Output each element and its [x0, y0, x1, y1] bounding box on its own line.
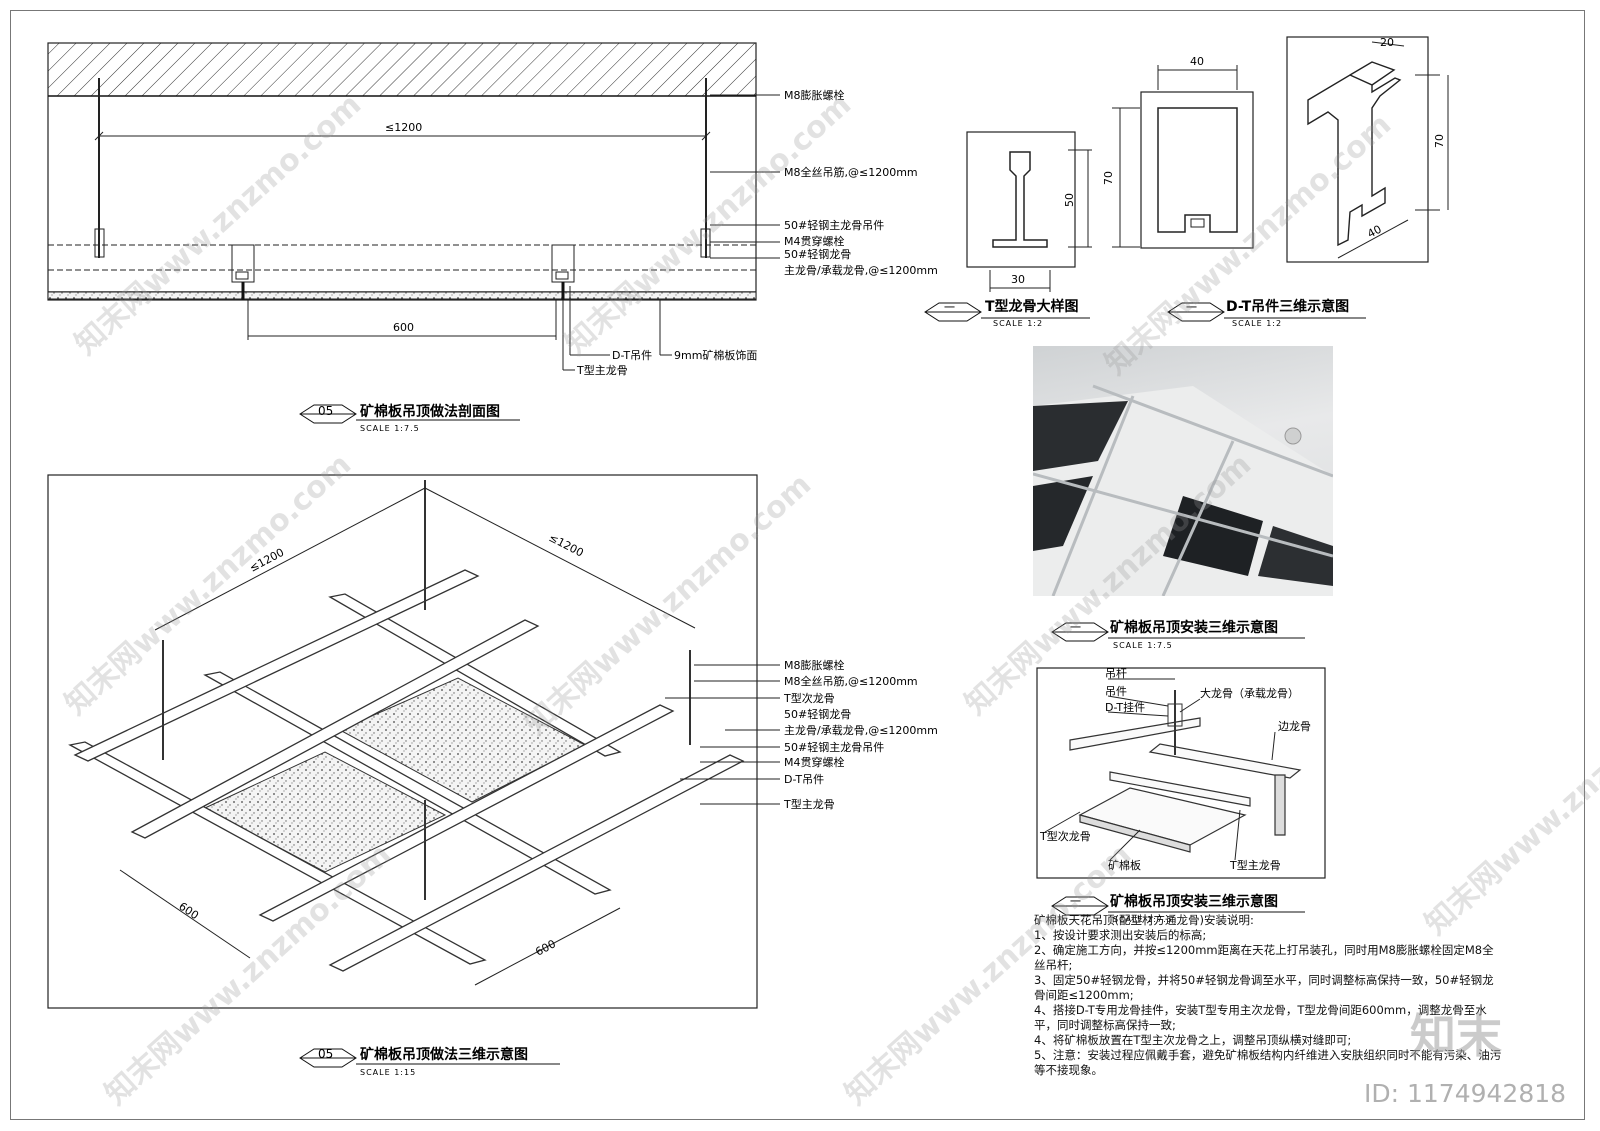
install-label-hanger: 吊件: [1105, 685, 1127, 698]
dt-width: 40: [1190, 55, 1204, 68]
dt-title-number: 一: [1186, 301, 1197, 314]
install-label-t-secondary: T型次龙骨: [1039, 829, 1091, 843]
install-label-t-main: T型主龙骨: [1229, 858, 1281, 872]
iso-label-dt-hanger: D-T吊件: [784, 773, 824, 786]
install-label-rod: 吊杆: [1105, 666, 1127, 680]
brand-logo-text: 知末: [1410, 1009, 1502, 1063]
label-m8-bolt: M8膨胀螺栓: [784, 88, 845, 102]
install-label-main-keel: 大龙骨（承载龙骨）: [1200, 686, 1299, 700]
photo-title-number: 一: [1070, 621, 1081, 634]
photo-title: 一 矿棉板吊顶安装三维示意图 SCALE 1:7.5: [1051, 619, 1305, 650]
iso-drawing: ≤1200 ≤1200 600 600 M8膨胀螺栓 M8全丝吊筋,@≤1200…: [47, 474, 938, 1009]
iso-label-m8-rod: M8全丝吊筋,@≤1200mm: [784, 674, 918, 688]
install-title-text: 矿棉板吊顶安装三维示意图: [1110, 893, 1278, 910]
iso-label-m4-bolt: M4贯穿螺栓: [784, 755, 845, 769]
install-label-board: 矿棉板: [1108, 858, 1141, 872]
installation-notes: 矿棉板天花吊顶(配型材方通龙骨)安装说明: 1、按设计要求测出安装后的标高; 2…: [1034, 913, 1502, 1077]
section-title: 05 矿棉板吊顶做法剖面图 SCALE 1:7.5: [299, 403, 520, 433]
label-board-face: 9mm矿棉板饰面: [674, 348, 757, 362]
dim-600-iso-right: 600: [533, 937, 558, 958]
label-dt-hanger: D-T吊件: [612, 349, 652, 362]
dim-600-section: 600: [393, 321, 414, 334]
ceiling-photo-graphic: [1033, 384, 1333, 596]
t-keel-height: 50: [1063, 193, 1076, 207]
t-keel-title: T型龙骨大样图: [985, 298, 1079, 315]
iso-label-t-secondary: T型次龙骨: [783, 691, 835, 705]
dt-3d-height: 70: [1433, 134, 1446, 148]
iso-label-main-keel: 主龙骨/承载龙骨,@≤1200mm: [784, 724, 938, 737]
iso-title-text: 矿棉板吊顶做法三维示意图: [360, 1046, 528, 1063]
label-t-main: T型主龙骨: [576, 363, 628, 377]
photo-title-text: 矿棉板吊顶安装三维示意图: [1110, 619, 1278, 636]
iso-label-m8-bolt: M8膨胀螺栓: [784, 658, 845, 672]
t-keel-detail: 50 30 一 T型龙骨大样图 SCALE 1:2: [924, 131, 1092, 328]
dt-3d-width: 40: [1365, 223, 1383, 241]
label-m4-bolt: M4贯穿螺栓: [784, 234, 845, 248]
drawing-frame: [10, 10, 1585, 1120]
label-main-hanger: 50#轻钢主龙骨吊件: [784, 218, 884, 232]
iso-scale: SCALE 1:15: [360, 1068, 416, 1077]
iso-title-number: 05: [318, 1047, 333, 1061]
dim-600-iso-left: 600: [176, 900, 201, 923]
t-keel-width: 30: [1011, 273, 1025, 286]
section-title-text: 矿棉板吊顶做法剖面图: [360, 403, 500, 420]
dt-height: 70: [1102, 171, 1115, 185]
install-title-number: 一: [1070, 895, 1081, 908]
iso-label-main-hanger: 50#轻钢主龙骨吊件: [784, 740, 884, 754]
t-keel-title-number: 一: [944, 301, 955, 314]
iso-label-t-main: T型主龙骨: [783, 797, 835, 811]
dim-1200-section: ≤1200: [385, 121, 422, 134]
label-m8-rod: M8全丝吊筋,@≤1200mm: [784, 165, 918, 179]
dt-hanger-detail: 40 70 一 D-T吊件三维示意图 SCALE 1:2: [1102, 55, 1366, 328]
install-diagram: 吊杆 吊件 D-T挂件 大龙骨（承载龙骨） 边龙骨 T型次龙骨 矿棉板 T型主龙…: [1036, 666, 1326, 879]
install-scale: SCALE 1:7.5: [1113, 915, 1173, 924]
photo-scale: SCALE 1:7.5: [1113, 641, 1173, 650]
install-label-edge: 边龙骨: [1278, 720, 1311, 733]
dt-3d-top: 20: [1380, 36, 1394, 49]
dt-title: D-T吊件三维示意图: [1226, 298, 1349, 315]
dt-scale: SCALE 1:2: [1232, 319, 1282, 328]
image-id: ID: 1174942818: [1364, 1079, 1567, 1108]
t-keel-scale: SCALE 1:2: [993, 319, 1043, 328]
dim-1200-iso-left: ≤1200: [247, 546, 286, 575]
section-title-number: 05: [318, 404, 333, 418]
iso-label-light-keel: 50#轻钢龙骨: [784, 707, 851, 721]
iso-title: 05 矿棉板吊顶做法三维示意图 SCALE 1:15: [299, 1046, 560, 1077]
label-main-keel: 主龙骨/承载龙骨,@≤1200mm: [784, 264, 938, 277]
dt-3d-detail: 20 70 40: [1286, 36, 1449, 263]
dim-1200-iso-right: ≤1200: [547, 531, 586, 559]
section-scale: SCALE 1:7.5: [360, 424, 420, 433]
install-label-dt: D-T挂件: [1105, 700, 1145, 714]
label-light-keel: 50#轻钢龙骨: [784, 247, 851, 261]
section-drawing: ≤1200 600 M8膨胀螺栓 M8全丝吊筋,@≤1200mm 50#轻钢主龙…: [47, 42, 938, 377]
installation-photo: [1033, 346, 1333, 596]
install-title: 一 矿棉板吊顶安装三维示意图 SCALE 1:7.5: [1051, 893, 1305, 924]
